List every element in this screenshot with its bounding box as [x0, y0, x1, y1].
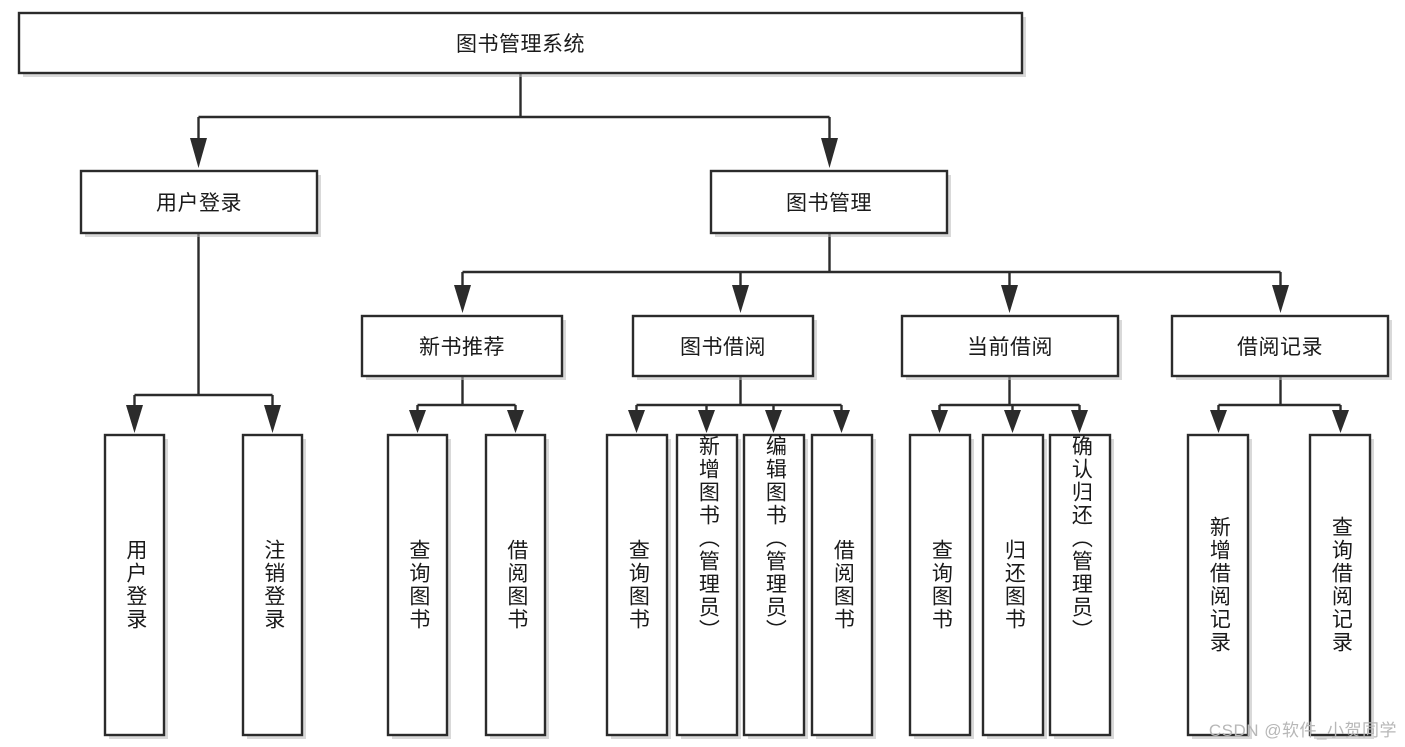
leaf-node[interactable] [484, 433, 549, 739]
arrow-head-borrow [732, 285, 749, 313]
node-root[interactable] [17, 11, 1026, 77]
leaf-box-borrow-query[interactable] [605, 433, 669, 737]
leaf-node[interactable] [810, 433, 876, 739]
leaf-node[interactable] [241, 433, 306, 739]
leaf-box-records-query[interactable] [1308, 433, 1372, 737]
connector-group-root [190, 73, 838, 168]
node-book-borrow-box[interactable] [631, 314, 815, 378]
arrow-head-borrow-add [698, 410, 715, 433]
node-new-book-recommend[interactable] [360, 314, 566, 380]
node-borrow-records-box[interactable] [1170, 314, 1390, 378]
arrow-head-borrow-edit [765, 410, 782, 433]
watermark: CSDN @软件_小贺同学 [1208, 721, 1397, 740]
arrow-head-records-add [1210, 410, 1227, 433]
arrow-head-current-confirm [1071, 410, 1088, 433]
connector-group-newbook [409, 376, 524, 433]
leaf-node[interactable] [742, 433, 808, 739]
connector-group-book-mgmt [454, 233, 1289, 313]
leaf-box-borrow-edit[interactable] [742, 433, 806, 737]
connector-group-borrow [628, 376, 850, 433]
leaf-node[interactable] [981, 433, 1047, 739]
leaf-node[interactable] [1308, 433, 1374, 739]
leaf-node[interactable] [1186, 433, 1252, 739]
leaf-node[interactable] [605, 433, 671, 739]
arrow-head-borrow-lend [833, 410, 850, 433]
node-borrow-records[interactable] [1170, 314, 1392, 380]
leaf-box-logout[interactable] [241, 433, 304, 737]
node-current-borrow[interactable] [900, 314, 1122, 380]
leaf-box-borrow-add[interactable] [675, 433, 739, 737]
connector-group-records [1210, 376, 1349, 433]
leaf-node-group [103, 433, 1374, 739]
leaf-node[interactable] [908, 433, 974, 739]
node-new-book-recommend-box[interactable] [360, 314, 564, 378]
leaf-box-records-add[interactable] [1186, 433, 1250, 737]
connector-group-user-login [126, 233, 281, 433]
node-current-borrow-box[interactable] [900, 314, 1120, 378]
node-user-login[interactable] [79, 169, 321, 237]
leaf-box-newbook-borrow[interactable] [484, 433, 547, 737]
arrow-head-records [1272, 285, 1289, 313]
leaf-node[interactable] [675, 433, 741, 739]
arrow-head-newbook-borrow [507, 410, 524, 433]
node-book-management-box[interactable] [709, 169, 949, 235]
arrow-head-newbook [454, 285, 471, 313]
arrow-head-leaf-user-login [126, 405, 143, 433]
leaf-box-current-return[interactable] [981, 433, 1045, 737]
node-root-box[interactable] [17, 11, 1024, 75]
leaf-box-current-query[interactable] [908, 433, 972, 737]
leaf-box-user-login[interactable] [103, 433, 166, 737]
leaf-box-current-confirm[interactable] [1048, 433, 1112, 737]
arrow-head-borrow-query [628, 410, 645, 433]
connector-group-current [931, 376, 1088, 433]
arrow-head-current [1001, 285, 1018, 313]
arrow-head-book-mgmt [821, 138, 838, 168]
node-book-borrow[interactable] [631, 314, 817, 380]
arrow-head-leaf-logout [264, 405, 281, 433]
leaf-box-borrow-lend[interactable] [810, 433, 874, 737]
node-user-login-box[interactable] [79, 169, 319, 235]
arrow-head-newbook-query [409, 410, 426, 433]
arrow-head-user-login [190, 138, 207, 168]
arrow-head-records-query [1332, 410, 1349, 433]
node-book-management[interactable] [709, 169, 951, 237]
leaf-node[interactable] [1048, 433, 1114, 739]
leaf-box-newbook-query[interactable] [386, 433, 449, 737]
leaf-node[interactable] [386, 433, 451, 739]
arrow-head-current-return [1004, 410, 1021, 433]
leaf-node[interactable] [103, 433, 168, 739]
arrow-head-current-query [931, 410, 948, 433]
